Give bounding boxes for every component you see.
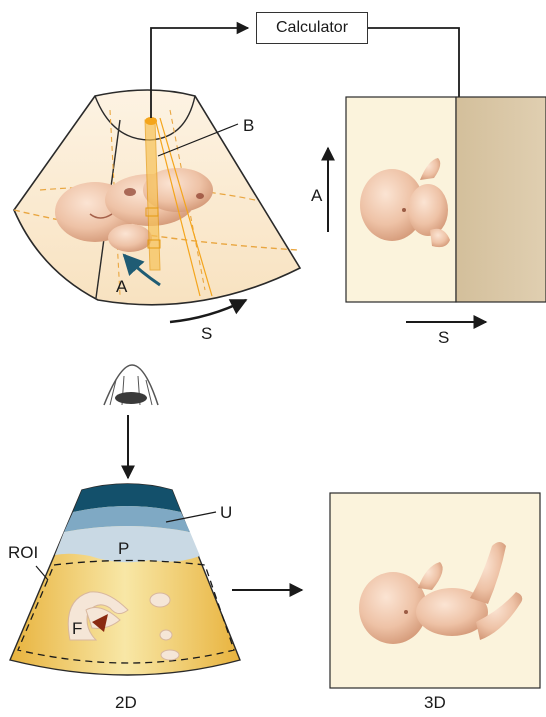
label-a-panel: A (311, 186, 323, 205)
caption-3d: 3D (424, 693, 446, 712)
calculator-to-panel-line (368, 28, 459, 97)
render-panel (346, 97, 546, 302)
label-p: P (118, 539, 129, 558)
label-s-panel: S (438, 328, 449, 347)
label-a-volume: A (116, 277, 128, 296)
scan-2d-fan (10, 484, 240, 675)
label-u: U (220, 503, 232, 522)
calculator-box: Calculator (256, 12, 368, 44)
label-s-volume: S (201, 324, 212, 343)
transducer-icon (104, 365, 158, 405)
label-roi: ROI (8, 543, 38, 562)
caption-2d: 2D (115, 693, 137, 712)
label-f: F (72, 619, 82, 638)
render-3d-panel (330, 493, 540, 688)
label-b: B (243, 116, 254, 135)
